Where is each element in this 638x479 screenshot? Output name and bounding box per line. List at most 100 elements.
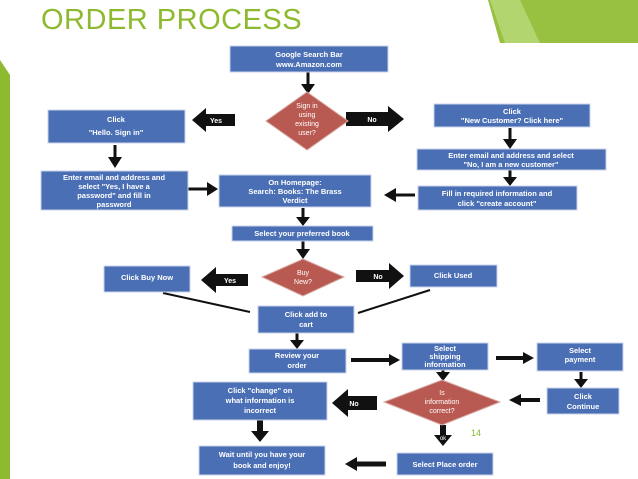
svg-text:Click: Click bbox=[574, 392, 593, 401]
svg-text:Click: Click bbox=[107, 115, 126, 124]
svg-text:Click: Click bbox=[503, 107, 522, 116]
svg-text:No: No bbox=[373, 274, 382, 281]
svg-text:Enter email and address and se: Enter email and address and select bbox=[448, 151, 574, 160]
arrow-head bbox=[296, 217, 310, 226]
svg-text:Click add to: Click add to bbox=[285, 310, 328, 319]
svg-text:using: using bbox=[299, 112, 316, 119]
box-fill-required-info: Fill in required information and click "… bbox=[417, 185, 578, 211]
box-enter-email-no: Enter email and address and select "No, … bbox=[416, 148, 607, 171]
svg-text:existing: existing bbox=[295, 121, 319, 128]
page-title: ORDER PROCESS bbox=[41, 4, 303, 36]
box-click-used: Click Used bbox=[409, 264, 498, 288]
svg-text:Click Buy Now: Click Buy Now bbox=[121, 273, 173, 282]
svg-text:Enter email and address and: Enter email and address and bbox=[63, 173, 166, 182]
svg-text:Sign in: Sign in bbox=[296, 103, 318, 110]
svg-text:Click Used: Click Used bbox=[434, 271, 473, 280]
arrow-head bbox=[108, 157, 122, 168]
decision-sign-in: Sign in using existing user? bbox=[265, 91, 349, 151]
svg-text:what information is: what information is bbox=[225, 396, 295, 405]
svg-text:Is: Is bbox=[439, 390, 445, 397]
box-click-buy-now: Click Buy Now bbox=[103, 265, 191, 293]
svg-text:www.Amazon.com: www.Amazon.com bbox=[275, 60, 342, 69]
connector bbox=[162, 292, 251, 313]
svg-text:correct?: correct? bbox=[429, 408, 454, 415]
box-wait-enjoy: Wait until you have your book and enjoy! bbox=[198, 445, 326, 476]
svg-text:password: password bbox=[96, 200, 131, 209]
svg-text:Select Place order: Select Place order bbox=[412, 460, 477, 469]
connector bbox=[357, 289, 431, 314]
arrow-head bbox=[290, 340, 304, 349]
svg-text:cart: cart bbox=[299, 320, 313, 329]
svg-text:Select: Select bbox=[434, 344, 457, 353]
arrow-head bbox=[207, 182, 218, 196]
svg-text:password" and fill in: password" and fill in bbox=[77, 191, 151, 200]
svg-text:Search: Books: The Brass: Search: Books: The Brass bbox=[248, 187, 341, 196]
box-homepage-search: On Homepage: Search: Books: The Brass Ve… bbox=[218, 174, 372, 208]
corner-decoration-light bbox=[490, 0, 540, 43]
svg-text:information: information bbox=[425, 399, 460, 406]
svg-text:On Homepage:: On Homepage: bbox=[268, 178, 321, 187]
no-arrow-2: No bbox=[356, 263, 404, 289]
svg-text:"Hello. Sign in": "Hello. Sign in" bbox=[89, 128, 144, 137]
box-select-shipping: Select shipping information bbox=[401, 342, 489, 371]
svg-text:order: order bbox=[287, 361, 306, 370]
ok-label: ok bbox=[440, 436, 447, 442]
no-arrow-1: No bbox=[346, 106, 404, 132]
box-place-order: Select Place order bbox=[396, 452, 494, 476]
svg-text:book and enjoy!: book and enjoy! bbox=[233, 461, 291, 470]
yes-arrow-1: Yes bbox=[192, 108, 235, 132]
svg-text:information: information bbox=[424, 360, 466, 369]
decision-info-correct: Is information correct? bbox=[382, 379, 502, 426]
svg-text:Yes: Yes bbox=[224, 278, 236, 285]
svg-text:No: No bbox=[367, 117, 376, 124]
left-decoration bbox=[0, 60, 10, 479]
svg-text:Continue: Continue bbox=[567, 402, 600, 411]
svg-text:Review your: Review your bbox=[275, 351, 319, 360]
connectors bbox=[108, 72, 588, 471]
svg-text:shipping: shipping bbox=[429, 352, 461, 361]
box-review-order: Review your order bbox=[248, 348, 347, 374]
arrow-head bbox=[509, 394, 521, 406]
svg-text:Wait until you have your: Wait until you have your bbox=[219, 450, 305, 459]
decision-buy-new: Buy New? bbox=[260, 258, 346, 297]
yes-arrow-2: Yes bbox=[201, 267, 248, 293]
svg-text:Fill in required information a: Fill in required information and bbox=[442, 189, 553, 198]
arrow-head bbox=[251, 431, 269, 442]
box-select-payment: Select payment bbox=[536, 342, 624, 372]
arrow-head bbox=[296, 249, 310, 259]
arrow-head bbox=[574, 379, 588, 388]
svg-text:Verdict: Verdict bbox=[282, 196, 308, 205]
box-select-book: Select your preferred book bbox=[231, 225, 374, 242]
box-click-new-customer: Click "New Customer? Click here" bbox=[433, 103, 591, 128]
svg-text:incorrect: incorrect bbox=[244, 406, 277, 415]
svg-text:Buy: Buy bbox=[297, 270, 310, 277]
arrow-head bbox=[503, 177, 517, 186]
no-arrow-3: No bbox=[332, 389, 377, 417]
arrow-head bbox=[345, 457, 357, 471]
svg-text:user?: user? bbox=[298, 130, 316, 137]
svg-text:payment: payment bbox=[565, 355, 596, 364]
box-enter-email-yes: Enter email and address and select "Yes,… bbox=[40, 170, 189, 211]
arrow-head bbox=[503, 139, 517, 149]
svg-text:No: No bbox=[349, 401, 358, 408]
arrow-head bbox=[301, 84, 315, 94]
arrow-head bbox=[384, 188, 396, 202]
box-click-hello-sign-in: Click "Hello. Sign in" bbox=[47, 109, 186, 144]
svg-text:Click "change" on: Click "change" on bbox=[228, 386, 293, 395]
svg-text:click "create account": click "create account" bbox=[458, 199, 537, 208]
svg-text:Google Search Bar: Google Search Bar bbox=[275, 50, 343, 59]
box-google-search: Google Search Bar www.Amazon.com bbox=[229, 45, 389, 73]
arrow-head bbox=[436, 372, 450, 381]
svg-text:"New Customer? Click here": "New Customer? Click here" bbox=[461, 116, 564, 125]
box-click-change: Click "change" on what information is in… bbox=[192, 381, 328, 421]
svg-text:New?: New? bbox=[294, 279, 312, 286]
arrow-head bbox=[434, 435, 452, 446]
box-click-continue: Click Continue bbox=[546, 387, 620, 415]
svg-text:Select: Select bbox=[569, 346, 592, 355]
svg-text:Yes: Yes bbox=[210, 118, 222, 125]
arrow-head bbox=[389, 354, 400, 366]
box-add-to-cart: Click add to cart bbox=[257, 305, 355, 334]
arrow-head bbox=[523, 352, 534, 364]
slide-number: 14 bbox=[471, 428, 482, 438]
